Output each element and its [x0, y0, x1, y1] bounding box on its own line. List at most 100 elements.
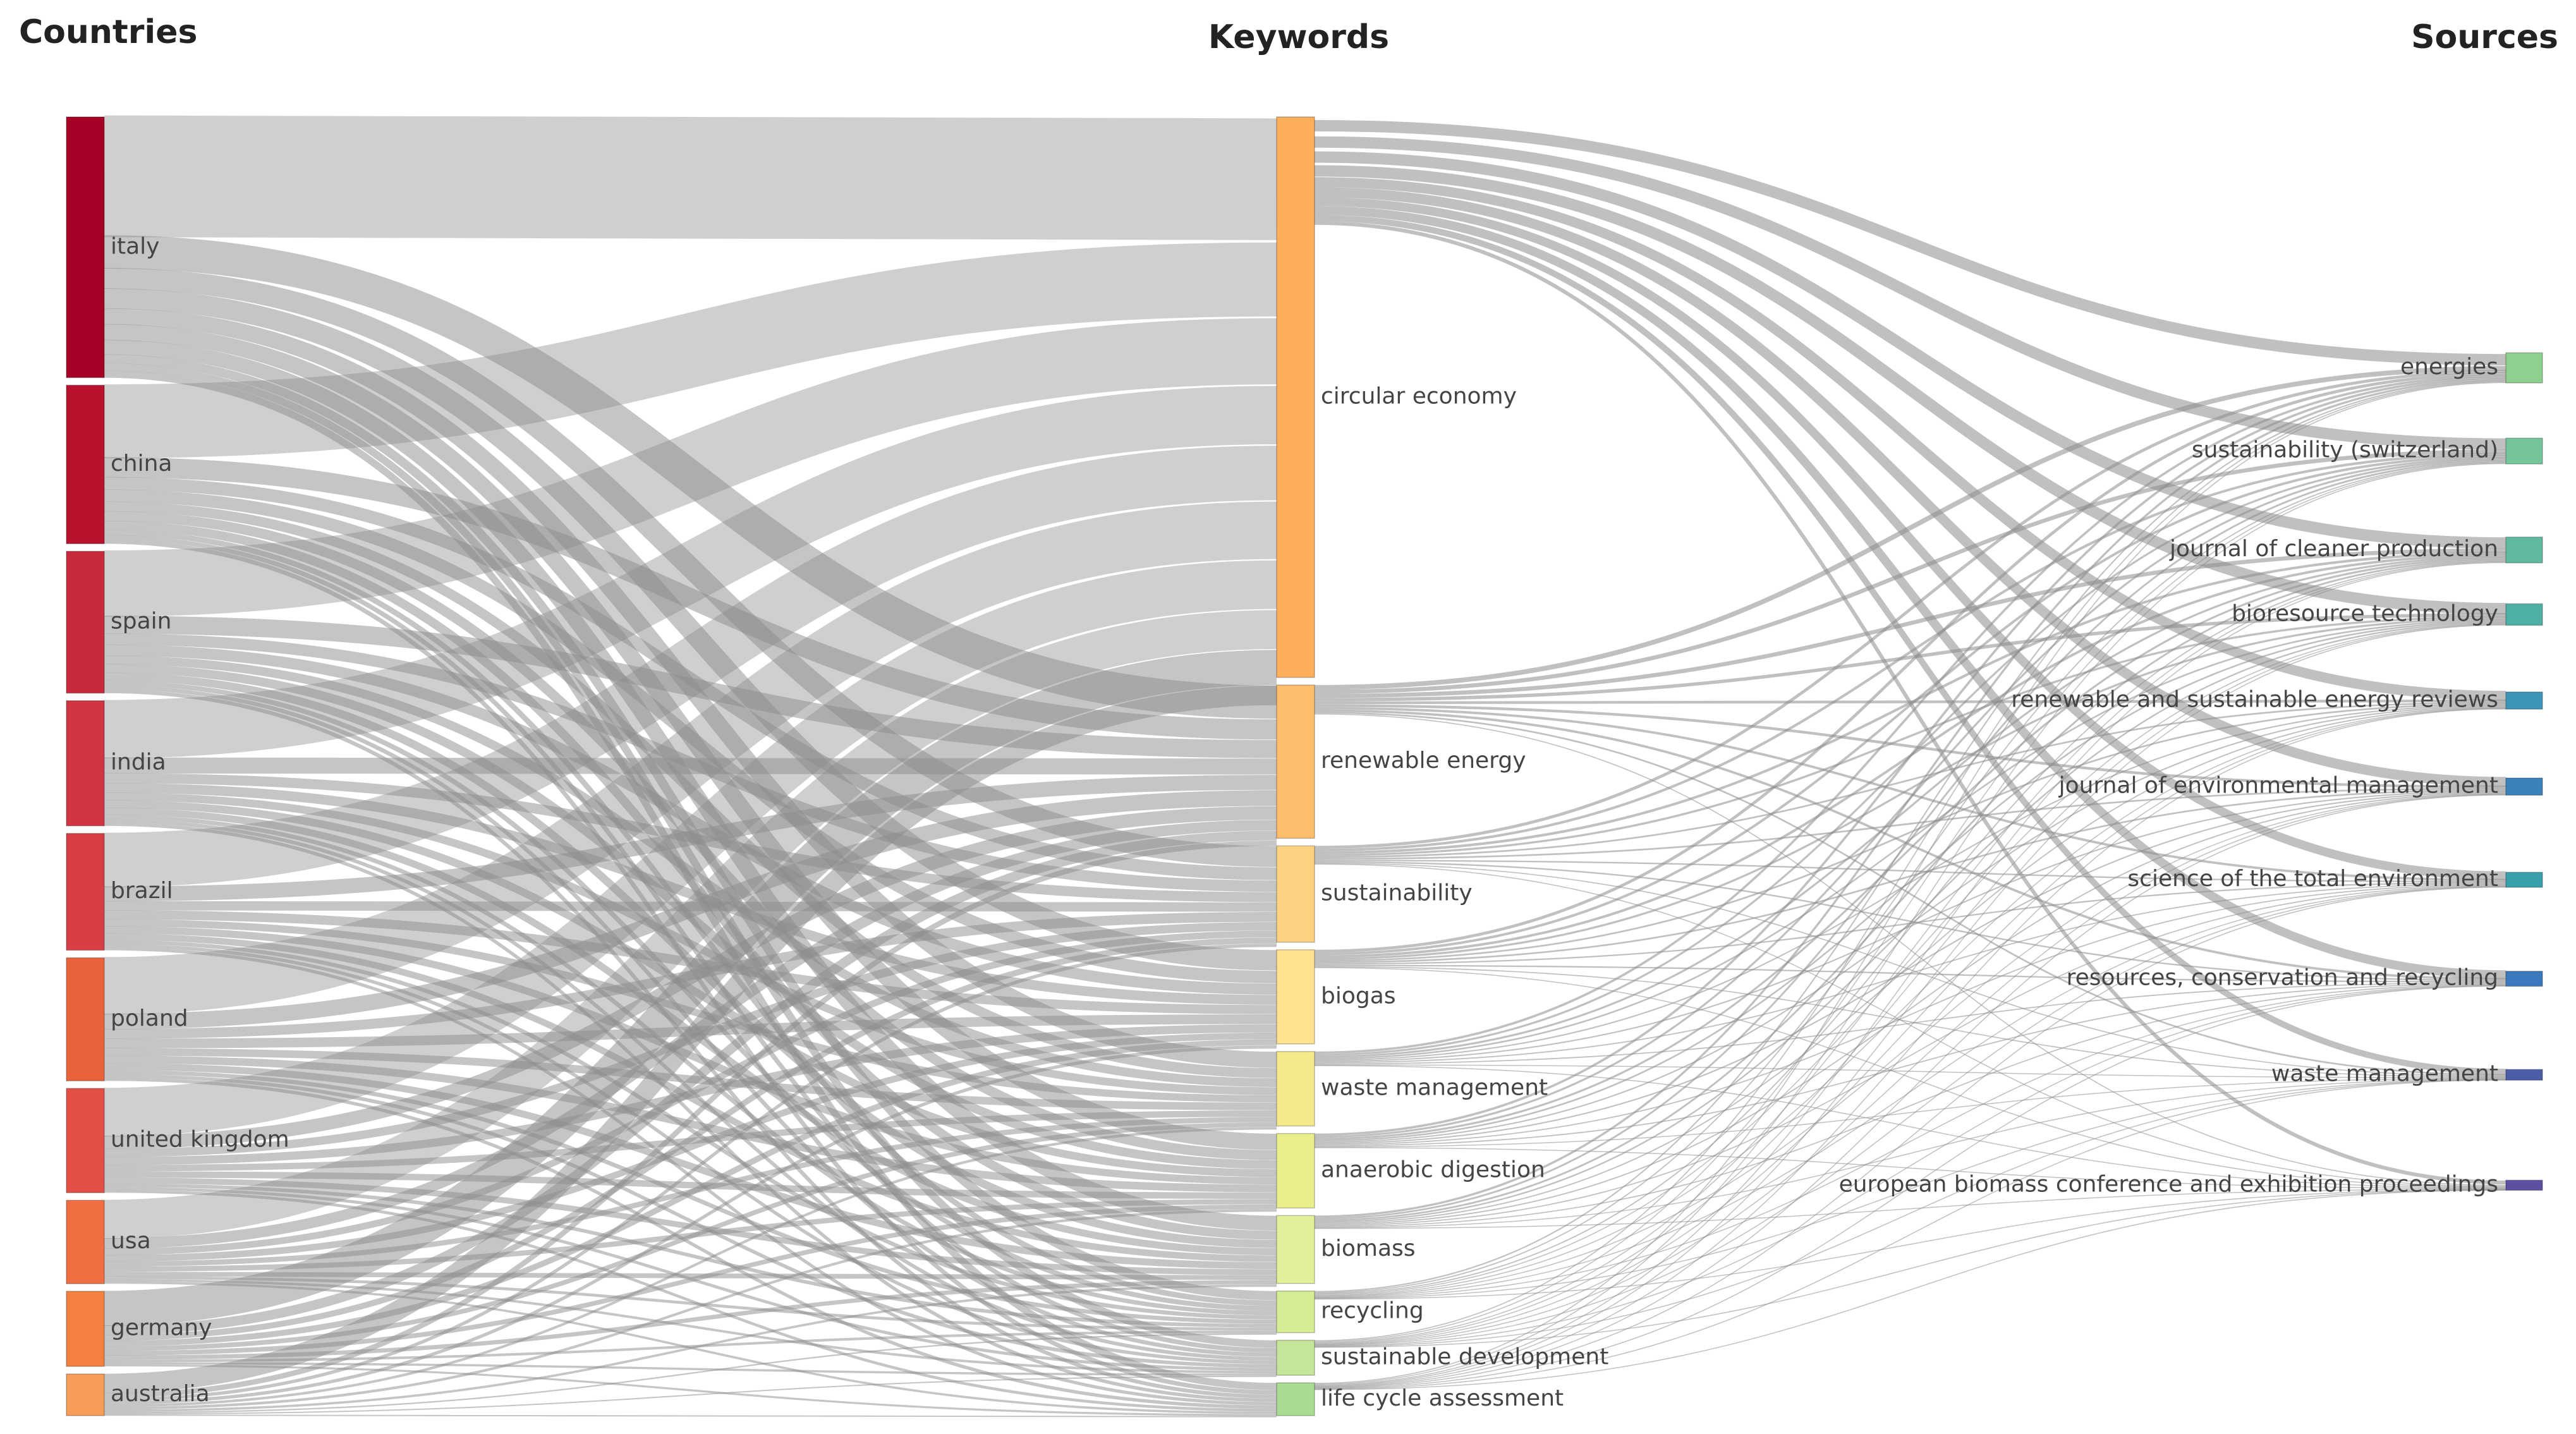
- link-kw3-src0: [1314, 372, 2506, 953]
- source-node-renewable-and-sustainable-energy-reviews[interactable]: [2505, 691, 2543, 710]
- link-kw2-src2: [1314, 552, 2506, 854]
- link-1-6: [104, 520, 1277, 1240]
- link-kw5-src8: [1314, 1078, 2506, 1148]
- link-9-3: [104, 1045, 1277, 1405]
- link-9-9: [104, 1414, 1277, 1418]
- source-node-resources-conservation-and-recycling[interactable]: [2505, 971, 2543, 987]
- link-kw2-src8: [1314, 863, 2506, 1077]
- link-8-6: [104, 1280, 1277, 1360]
- link-8-9: [104, 1364, 1277, 1416]
- link-kw6-src5: [1314, 793, 2506, 1225]
- link-kw9-src9: [1314, 1189, 2506, 1390]
- country-node-brazil[interactable]: [66, 832, 105, 951]
- keyword-node-life-cycle-assessment[interactable]: [1276, 1382, 1315, 1416]
- link-kw1-src3: [1314, 613, 2506, 702]
- country-node-spain[interactable]: [66, 550, 105, 694]
- link-0-0: [104, 115, 1277, 240]
- link-kw1-src0: [1314, 366, 2506, 690]
- link-6-7: [104, 1183, 1277, 1328]
- source-label-bioresource-technology: bioresource technology: [2232, 600, 2498, 626]
- keyword-node-sustainability[interactable]: [1276, 845, 1315, 943]
- keyword-node-sustainable-development[interactable]: [1276, 1339, 1315, 1376]
- source-node-european-biomass-conference-and-exhibition-proceedings[interactable]: [2505, 1179, 2543, 1191]
- source-label-resources-conservation-and-recycling: resources, conservation and recycling: [2067, 965, 2498, 991]
- link-kw3-src4: [1314, 703, 2506, 962]
- link-kw9-src1: [1314, 463, 2506, 1385]
- link-kw6-src1: [1314, 459, 2506, 1220]
- link-kw9-src2: [1314, 562, 2506, 1386]
- source-node-science-of-the-total-environment[interactable]: [2505, 872, 2543, 888]
- keyword-node-circular-economy[interactable]: [1276, 116, 1315, 678]
- link-kw0-src5: [1314, 187, 2506, 787]
- link-kw3-src3: [1314, 617, 2506, 960]
- source-label-sustainability-switzerland: sustainability (switzerland): [2192, 437, 2498, 463]
- link-5-0: [104, 501, 1277, 1015]
- source-node-energies[interactable]: [2505, 352, 2543, 384]
- link-kw8-src8: [1314, 1079, 2506, 1347]
- country-label-poland: poland: [111, 1006, 188, 1031]
- link-5-7: [104, 1069, 1277, 1324]
- country-node-poland[interactable]: [66, 957, 105, 1081]
- link-kw1-src6: [1314, 707, 2506, 882]
- link-kw7-src1: [1314, 461, 2506, 1294]
- keyword-label-sustainability: sustainability: [1321, 880, 1473, 906]
- source-node-journal-of-cleaner-production[interactable]: [2505, 537, 2543, 564]
- link-kw4-src2: [1314, 556, 2506, 1058]
- link-kw8-src0: [1314, 381, 2506, 1342]
- link-kw4-src9: [1314, 1065, 2506, 1189]
- link-kw0-src0: [1314, 119, 2506, 366]
- country-node-india[interactable]: [66, 700, 105, 827]
- link-kw1-src9: [1314, 713, 2506, 1186]
- link-4-5: [104, 926, 1277, 1185]
- link-9-2: [104, 944, 1277, 1402]
- links-layer: [104, 115, 2506, 1418]
- source-node-bioresource-technology[interactable]: [2505, 603, 2543, 626]
- link-kw2-src7: [1314, 861, 2506, 981]
- link-kw3-src1: [1314, 454, 2506, 956]
- link-kw9-src0: [1314, 382, 2506, 1384]
- keyword-node-anaerobic-digestion[interactable]: [1276, 1133, 1315, 1209]
- country-node-italy[interactable]: [66, 116, 105, 379]
- keyword-label-anaerobic-digestion: anaerobic digestion: [1321, 1157, 1545, 1182]
- link-kw4-src5: [1314, 790, 2506, 1062]
- link-kw8-src2: [1314, 561, 2506, 1344]
- link-3-9: [104, 822, 1277, 1402]
- link-kw5-src0: [1314, 376, 2506, 1136]
- keyword-node-waste-management[interactable]: [1276, 1051, 1315, 1127]
- link-kw6-src8: [1314, 1078, 2506, 1229]
- link-kw0-src4: [1314, 177, 2506, 702]
- source-node-waste-management[interactable]: [2505, 1069, 2543, 1081]
- link-0-1: [104, 235, 1277, 719]
- keyword-node-biomass[interactable]: [1276, 1215, 1315, 1284]
- link-0-3: [104, 288, 1277, 971]
- source-label-waste-management: waste management: [2271, 1061, 2498, 1087]
- link-kw9-src8: [1314, 1079, 2506, 1390]
- link-kw8-src5: [1314, 794, 2506, 1346]
- country-label-brazil: brazil: [111, 878, 173, 904]
- country-node-germany[interactable]: [66, 1291, 105, 1367]
- keyword-label-circular-economy: circular economy: [1321, 383, 1517, 409]
- link-8-2: [104, 937, 1277, 1341]
- keyword-label-life-cycle-assessment: life cycle assessment: [1321, 1385, 1564, 1411]
- link-kw7-src5: [1314, 793, 2506, 1297]
- country-label-australia: australia: [111, 1381, 210, 1407]
- link-kw1-src7: [1314, 709, 2506, 980]
- source-label-journal-of-environmental-management: journal of environmental management: [2058, 773, 2498, 799]
- country-label-spain: spain: [111, 609, 172, 635]
- country-node-china[interactable]: [66, 384, 105, 545]
- keyword-node-recycling[interactable]: [1276, 1291, 1315, 1334]
- link-kw8-src1: [1314, 462, 2506, 1342]
- country-node-australia[interactable]: [66, 1373, 105, 1416]
- country-node-united-kingdom[interactable]: [66, 1088, 105, 1193]
- link-kw5-src3: [1314, 621, 2506, 1142]
- country-node-usa[interactable]: [66, 1200, 105, 1284]
- source-node-journal-of-environmental-management[interactable]: [2505, 777, 2543, 796]
- country-label-united-kingdom: united kingdom: [111, 1127, 289, 1153]
- keyword-node-biogas[interactable]: [1276, 949, 1315, 1045]
- keyword-node-renewable-energy[interactable]: [1276, 684, 1315, 839]
- link-kw7-src3: [1314, 623, 2506, 1296]
- link-8-0: [104, 650, 1277, 1327]
- source-node-sustainability-switzerland[interactable]: [2505, 437, 2543, 465]
